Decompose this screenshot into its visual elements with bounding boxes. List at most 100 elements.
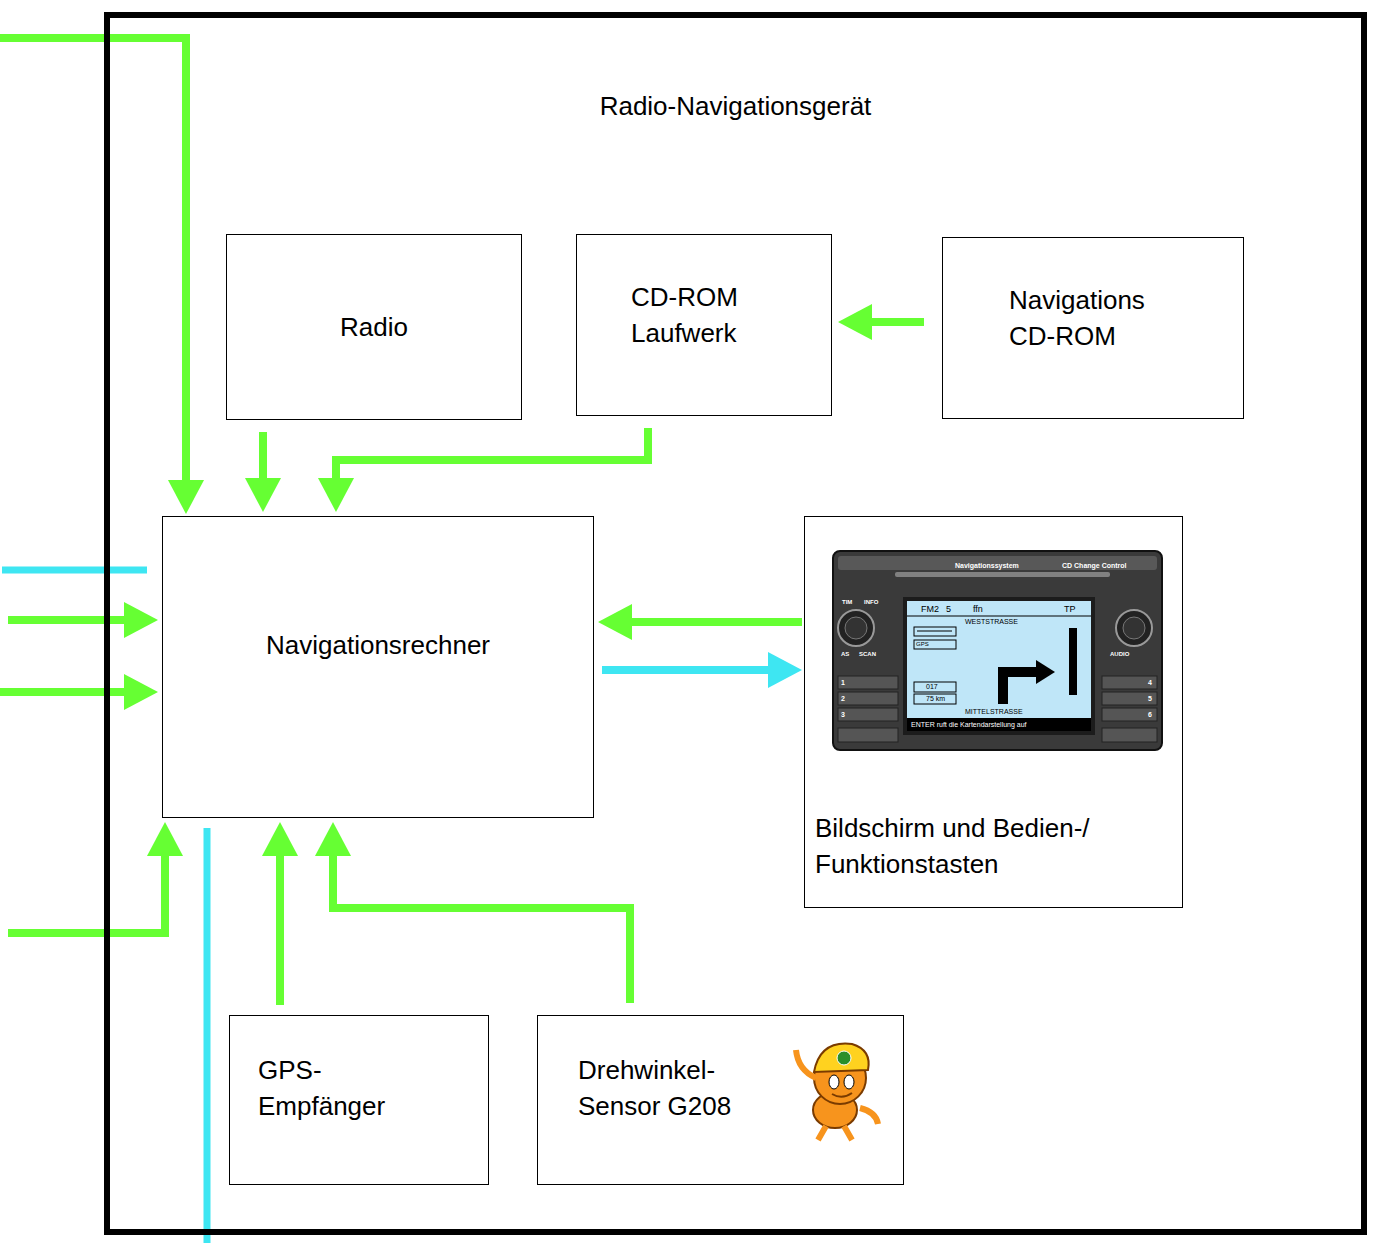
screen-label: 4 (1148, 679, 1152, 686)
mascot-mouth (832, 1093, 852, 1097)
box-label: Navigations CD-ROM (1009, 282, 1189, 354)
arrow-head (318, 478, 354, 512)
screen-label: 5 (1148, 695, 1152, 702)
screen-label: WESTSTRASSE (965, 618, 1018, 625)
info-box (914, 640, 956, 649)
turn-arrow (1003, 672, 1038, 704)
screen-label: TIM (842, 599, 852, 605)
input-line (0, 38, 186, 482)
signal-arrow (602, 652, 802, 688)
screen-label: MITTELSTRASSE (965, 708, 1023, 715)
flag-button (838, 728, 898, 742)
bus-line (2, 567, 147, 574)
screen-label: 3 (841, 711, 845, 718)
preset-button (1102, 692, 1157, 705)
arrow-head (168, 480, 204, 514)
screen-label: CD Change Control (1062, 562, 1127, 569)
screen-label: 017 (926, 683, 938, 690)
mascot-leg (818, 1126, 852, 1140)
info-box (914, 627, 956, 636)
arrow-head (315, 822, 351, 856)
mascot (796, 1044, 878, 1140)
signal-line (276, 852, 284, 1005)
bus-line (204, 828, 211, 1243)
screen-label: FM2 (921, 605, 939, 614)
screen-label: 75 km (926, 695, 945, 702)
screen-label: AS (841, 651, 849, 657)
box-label: Bildschirm und Bedien-/ Funktionstasten (815, 810, 1145, 882)
arrow-head (838, 304, 872, 340)
cap-logo (837, 1051, 851, 1065)
top-strip (838, 556, 1157, 570)
signal-arrow (315, 822, 630, 1003)
screen-label: ffn (973, 605, 983, 614)
input-line (8, 852, 165, 933)
info-box (914, 694, 956, 704)
signal-arrow (262, 822, 298, 1005)
turn-arrow-head (1036, 660, 1055, 684)
arrow-head (124, 602, 158, 638)
screen-line (907, 616, 1091, 617)
signal-arrow (245, 432, 281, 512)
arrow-head (147, 822, 183, 856)
knob (1123, 617, 1145, 639)
screen-label: AUDIO (1110, 651, 1129, 657)
preset-button (1102, 676, 1157, 689)
mascot-cap (814, 1044, 869, 1072)
module-box: GPS- Empfänger (229, 1015, 489, 1185)
arrow-head (768, 652, 802, 688)
preset-button (838, 692, 898, 705)
preset-button (1102, 708, 1157, 721)
input-line (8, 616, 128, 624)
info-line (917, 631, 952, 632)
frame-title: Radio-Navigationsgerät (110, 88, 1361, 124)
signal-arrow (318, 428, 648, 512)
box-label: CD-ROM Laufwerk (631, 279, 791, 351)
eject-button (1102, 728, 1157, 742)
screen-frame (903, 597, 1095, 735)
screen-label: Navigationssystem (955, 562, 1019, 569)
module-box: CD-ROM Laufwerk (576, 234, 832, 416)
arrow-head (124, 674, 158, 710)
radio-device (833, 551, 1162, 750)
knob (845, 617, 867, 639)
signal-line (628, 618, 802, 626)
preset-button (838, 676, 898, 689)
computer-box: Navigationsrechner (162, 516, 594, 818)
status-strip (907, 718, 1091, 731)
signal-line (259, 432, 267, 482)
screen-label: INFO (864, 599, 878, 605)
screen-label: 6 (1148, 711, 1152, 718)
module-box: Navigations CD-ROM (942, 237, 1244, 419)
device-body (833, 551, 1162, 750)
screen-label: ENTER ruft die Kartendarstellung auf (911, 721, 1027, 728)
screen-label: 1 (841, 679, 845, 686)
screen-label: SCAN (859, 651, 876, 657)
screen-label: 2 (841, 695, 845, 702)
knob (838, 610, 874, 646)
box-label: GPS- Empfänger (258, 1052, 408, 1124)
mascot-eye (844, 1075, 854, 1089)
signal-line (602, 666, 772, 674)
signal-line (336, 428, 648, 482)
screen-label: GPS (916, 641, 929, 647)
arrow-head (262, 822, 298, 856)
signal-arrow (838, 304, 924, 340)
signal-arrow (598, 604, 802, 640)
box-label: Radio (227, 309, 521, 345)
mascot-arm (796, 1050, 816, 1078)
arrow-head (598, 604, 632, 640)
preset-button (838, 708, 898, 721)
device-frame: Radio-NavigationsgerätRadio CD-ROM Laufwe… (104, 12, 1367, 1235)
road-bar (1069, 628, 1077, 695)
signal-line (868, 318, 924, 326)
mascot-eye (829, 1075, 839, 1089)
sensor-box: Drehwinkel- Sensor G208 (537, 1015, 904, 1185)
mascot-arm (860, 1108, 878, 1124)
arrow-head (245, 478, 281, 512)
box-label: Drehwinkel- Sensor G208 (578, 1052, 778, 1124)
signal-line (333, 852, 630, 1003)
info-box (914, 682, 956, 692)
box-label: Navigationsrechner (163, 627, 593, 663)
screen-label: TP (1064, 605, 1076, 614)
